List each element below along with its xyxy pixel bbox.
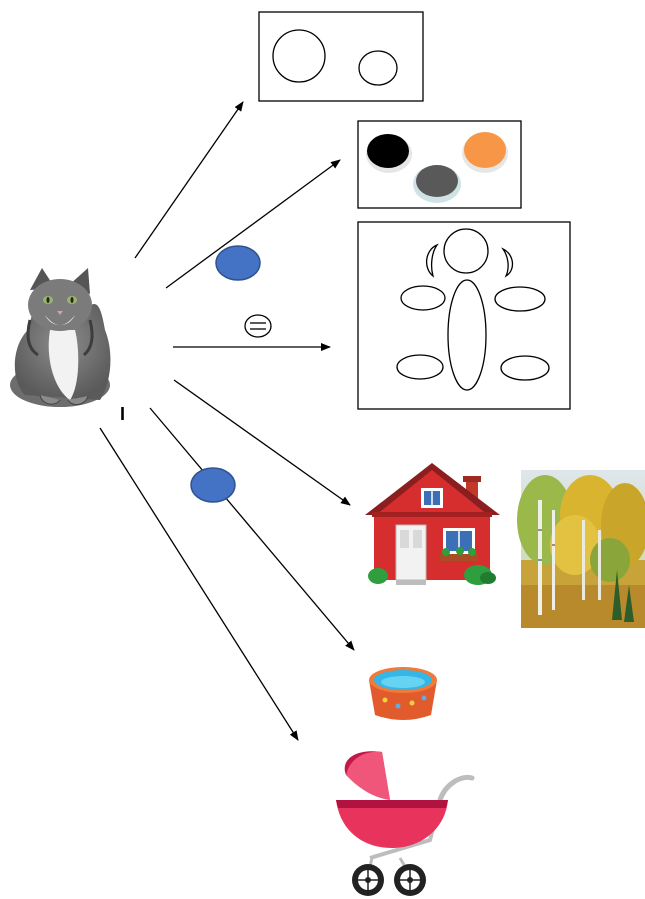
pet-bowl-picture (369, 667, 437, 720)
arrow-to-house (173, 379, 351, 506)
blue-marker-lower (190, 467, 236, 503)
paint-colors-card (357, 120, 522, 209)
back-left-paw (396, 354, 444, 380)
right-ear-shape (501, 247, 514, 278)
body-parts-card (357, 221, 571, 410)
big-circle (272, 29, 326, 83)
paint-orange (464, 132, 506, 168)
paint-black (367, 134, 409, 168)
cat-picture (10, 268, 111, 407)
arrow-to-paints (165, 159, 341, 289)
arrow-to-stroller (99, 427, 299, 741)
baby-stroller-picture (336, 751, 475, 896)
autumn-forest-picture (517, 470, 645, 628)
head-shape (443, 228, 489, 274)
arrow-to-circles (134, 101, 244, 259)
house-picture (365, 463, 500, 585)
back-right-paw (500, 355, 550, 381)
arrow-to-bowl (149, 407, 355, 651)
equals-symbol (244, 314, 272, 338)
small-circle (358, 50, 398, 86)
two-circles-card (258, 11, 424, 102)
arrow-group (99, 101, 355, 741)
front-right-paw (494, 286, 546, 312)
body-shape (447, 279, 487, 391)
blue-marker-upper (215, 245, 261, 281)
marker-letter-i: I (120, 404, 126, 424)
left-ear-shape (426, 243, 439, 278)
front-left-paw (400, 285, 446, 311)
paint-gray (416, 165, 458, 197)
